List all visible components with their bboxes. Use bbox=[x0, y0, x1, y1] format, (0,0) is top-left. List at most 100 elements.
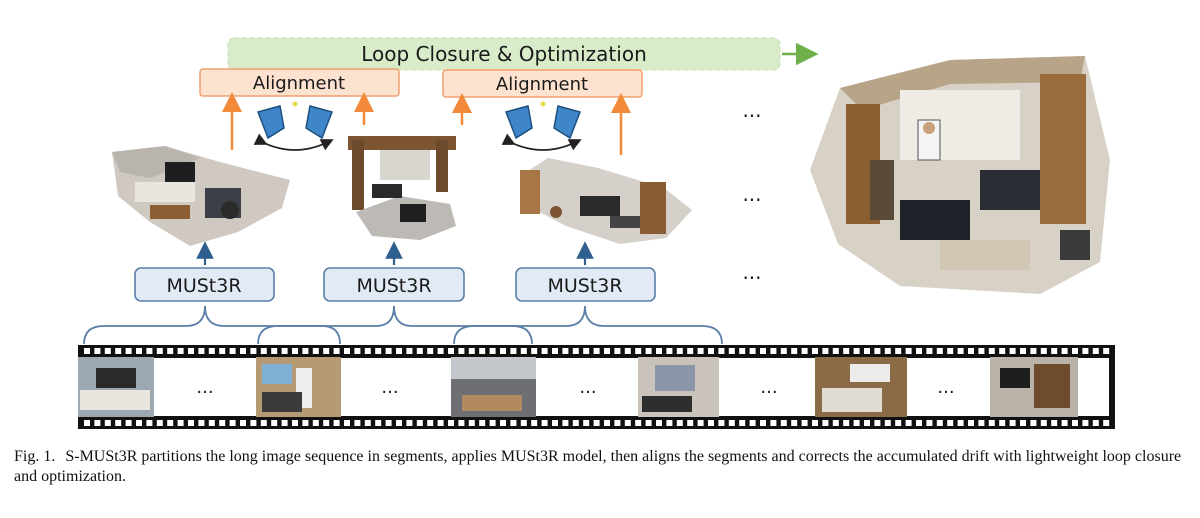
sprocket-hole bbox=[562, 348, 569, 354]
sprocket-hole bbox=[344, 420, 350, 426]
sprocket-hole bbox=[406, 348, 413, 354]
sprocket-hole bbox=[146, 348, 153, 354]
sprocket-hole bbox=[656, 348, 662, 354]
sprocket-hole bbox=[583, 348, 590, 354]
film-frame-3 bbox=[451, 357, 536, 417]
sprocket-hole bbox=[375, 420, 382, 426]
sprocket-hole bbox=[271, 348, 278, 354]
sprocket-hole bbox=[437, 420, 444, 426]
sprocket-hole bbox=[489, 420, 496, 426]
sprocket-hole bbox=[780, 348, 787, 354]
must3r-box-1: MUSt3R bbox=[134, 267, 275, 302]
sprocket-hole bbox=[1030, 420, 1037, 426]
sprocket-hole bbox=[812, 348, 818, 354]
sprocket-hole bbox=[458, 420, 465, 426]
segment-reconstruction-2 bbox=[348, 136, 456, 240]
sprocket-hole bbox=[843, 348, 850, 354]
sprocket-hole bbox=[167, 420, 174, 426]
sprocket-hole bbox=[385, 420, 392, 426]
sprocket-hole bbox=[843, 420, 850, 426]
sprocket-hole bbox=[385, 348, 392, 354]
sprocket-hole bbox=[448, 348, 454, 354]
full-reconstruction bbox=[810, 56, 1110, 294]
film-ellipsis-3: ... bbox=[579, 377, 596, 398]
sprocket-hole bbox=[354, 348, 361, 354]
sprocket-hole bbox=[1040, 420, 1047, 426]
sprocket-hole bbox=[604, 348, 610, 354]
sprocket-hole bbox=[468, 348, 475, 354]
loop-closure-label: Loop Closure & Optimization bbox=[361, 42, 647, 66]
sprocket-hole bbox=[1072, 420, 1078, 426]
sprocket-hole bbox=[177, 348, 184, 354]
sprocket-hole bbox=[489, 348, 496, 354]
sprocket-hole bbox=[1061, 348, 1068, 354]
sprocket-hole bbox=[645, 420, 652, 426]
sprocket-hole bbox=[1051, 420, 1058, 426]
sprocket-hole bbox=[552, 348, 558, 354]
sprocket-hole bbox=[302, 420, 309, 426]
sprocket-hole bbox=[728, 420, 735, 426]
figure-caption: Fig. 1.S-MUSt3R partitions the long imag… bbox=[14, 447, 1186, 487]
sprocket-hole bbox=[874, 420, 881, 426]
sprocket-hole bbox=[520, 348, 527, 354]
sprocket-hole bbox=[968, 348, 974, 354]
sprocket-hole bbox=[260, 420, 267, 426]
must3r-label-2: MUSt3R bbox=[356, 275, 431, 297]
sprocket-hole bbox=[541, 420, 548, 426]
sprocket-hole bbox=[312, 420, 319, 426]
sprocket-hole bbox=[250, 420, 257, 426]
sprocket-hole bbox=[229, 348, 236, 354]
sprocket-hole bbox=[240, 420, 246, 426]
sprocket-hole bbox=[832, 348, 839, 354]
sprocket-hole bbox=[468, 420, 475, 426]
sprocket-hole bbox=[708, 348, 714, 354]
sprocket-hole bbox=[1009, 420, 1016, 426]
alignment-label-2: Alignment bbox=[496, 74, 588, 95]
sprocket-hole bbox=[832, 420, 839, 426]
sprocket-hole bbox=[676, 348, 683, 354]
sprocket-hole bbox=[999, 348, 1006, 354]
sprocket-hole bbox=[593, 348, 600, 354]
sprocket-hole bbox=[1040, 348, 1047, 354]
sprocket-hole bbox=[988, 348, 995, 354]
sprocket-hole bbox=[760, 348, 766, 354]
sprocket-hole bbox=[396, 348, 402, 354]
alignment-input-arrows bbox=[222, 92, 631, 155]
caption-label: Fig. 1. bbox=[14, 448, 56, 465]
sprocket-hole bbox=[780, 420, 787, 426]
sprocket-hole bbox=[302, 348, 309, 354]
sprocket-hole bbox=[739, 348, 746, 354]
sprocket-hole bbox=[572, 420, 579, 426]
sprocket-hole bbox=[156, 420, 163, 426]
sprocket-hole bbox=[905, 348, 912, 354]
sprocket-hole bbox=[760, 420, 766, 426]
model-output-arrows bbox=[196, 241, 594, 265]
sprocket-hole bbox=[333, 420, 340, 426]
sprocket-hole bbox=[676, 420, 683, 426]
film-frame-1 bbox=[78, 357, 154, 417]
sprocket-hole bbox=[988, 420, 995, 426]
sprocket-hole bbox=[593, 420, 600, 426]
sprocket-hole bbox=[635, 348, 642, 354]
sprocket-hole bbox=[739, 420, 746, 426]
alignment-box-1: Alignment bbox=[199, 68, 400, 97]
sprocket-hole bbox=[1030, 348, 1037, 354]
sprocket-hole bbox=[1092, 348, 1099, 354]
sprocket-hole bbox=[167, 348, 174, 354]
sprocket-hole bbox=[333, 348, 340, 354]
sprocket-hole bbox=[188, 420, 194, 426]
caption-text: S-MUSt3R partitions the long image seque… bbox=[14, 448, 1182, 485]
sprocket-hole bbox=[562, 420, 569, 426]
sprocket-hole bbox=[656, 420, 662, 426]
film-ellipsis-5: ... bbox=[937, 377, 954, 398]
sprocket-hole bbox=[125, 420, 132, 426]
sprocket-hole bbox=[416, 420, 423, 426]
sprocket-hole bbox=[604, 420, 610, 426]
sprocket-hole bbox=[1061, 420, 1068, 426]
sprocket-hole bbox=[94, 420, 101, 426]
sprocket-hole bbox=[292, 420, 298, 426]
sprocket-hole bbox=[510, 420, 517, 426]
sprocket-hole bbox=[791, 420, 798, 426]
sprocket-hole bbox=[697, 348, 704, 354]
sprocket-hole bbox=[645, 348, 652, 354]
